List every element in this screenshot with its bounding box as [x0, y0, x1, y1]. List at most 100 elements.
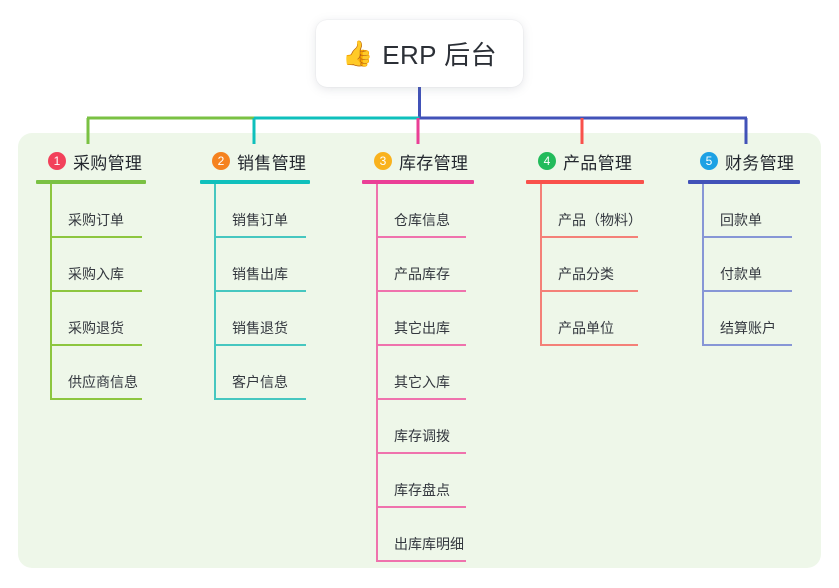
item-spine [214, 238, 216, 292]
branch-item-label: 供应商信息 [68, 374, 138, 390]
branch-items-2: 销售订单销售出库销售退货客户信息 [200, 184, 312, 400]
item-spine [540, 292, 542, 346]
branch-column-3: 3 库存管理仓库信息产品库存其它出库其它入库库存调拨库存盘点出库库明细 [362, 148, 474, 562]
item-underline [540, 344, 638, 346]
item-underline [50, 236, 142, 238]
item-underline [376, 290, 466, 292]
branch-item[interactable]: 采购订单 [50, 184, 148, 238]
item-spine [376, 346, 378, 400]
item-underline [540, 236, 638, 238]
item-underline [376, 344, 466, 346]
item-spine [214, 346, 216, 400]
branch-badge-4: 4 [538, 152, 556, 170]
branch-item[interactable]: 产品（物料） [540, 184, 644, 238]
item-spine [540, 184, 542, 238]
item-spine [50, 346, 52, 400]
item-spine [376, 400, 378, 454]
branch-item[interactable]: 回款单 [702, 184, 798, 238]
branch-title-3: 库存管理 [399, 153, 469, 173]
branch-header-1[interactable]: 1 采购管理 [36, 148, 148, 174]
branch-item[interactable]: 仓库信息 [376, 184, 474, 238]
item-spine [540, 238, 542, 292]
item-spine [376, 184, 378, 238]
item-underline [50, 290, 142, 292]
item-underline [376, 452, 466, 454]
branch-item-label: 销售退货 [232, 320, 288, 336]
branch-item-label: 仓库信息 [394, 212, 450, 228]
branch-item-label: 产品单位 [558, 320, 614, 336]
branch-title-2: 销售管理 [237, 153, 307, 173]
root-node[interactable]: 👍 ERP 后台 [316, 20, 523, 87]
branch-item[interactable]: 供应商信息 [50, 346, 148, 400]
branch-badge-1: 1 [48, 152, 66, 170]
branch-item[interactable]: 采购入库 [50, 238, 148, 292]
item-underline [214, 236, 306, 238]
item-spine [702, 238, 704, 292]
branch-item[interactable]: 销售退货 [214, 292, 312, 346]
branch-item-label: 结算账户 [720, 320, 776, 336]
branch-item-label: 其它入库 [394, 374, 450, 390]
item-underline [50, 344, 142, 346]
branch-item-label: 库存调拨 [394, 428, 450, 444]
branch-item[interactable]: 库存调拨 [376, 400, 474, 454]
branch-item-label: 客户信息 [232, 374, 288, 390]
branch-underline-1 [36, 180, 146, 184]
branch-item[interactable]: 库存盘点 [376, 454, 474, 508]
branch-item[interactable]: 其它入库 [376, 346, 474, 400]
branch-item-label: 采购入库 [68, 266, 124, 282]
branch-item-label: 采购退货 [68, 320, 124, 336]
item-spine [50, 238, 52, 292]
branch-item[interactable]: 产品库存 [376, 238, 474, 292]
item-spine [376, 292, 378, 346]
item-underline [214, 290, 306, 292]
item-spine [702, 184, 704, 238]
branch-item-label: 采购订单 [68, 212, 124, 228]
branch-title-1: 采购管理 [73, 153, 143, 173]
item-underline [702, 344, 792, 346]
branch-item[interactable]: 出库库明细 [376, 508, 474, 562]
branch-underline-3 [362, 180, 474, 184]
branch-item-label: 销售订单 [232, 212, 288, 228]
item-underline [702, 290, 792, 292]
item-underline [214, 344, 306, 346]
branch-item-label: 产品（物料） [558, 212, 642, 228]
branch-item-label: 出库库明细 [394, 536, 464, 552]
item-spine [214, 292, 216, 346]
thumbs-up-emoji: 👍 [342, 40, 374, 68]
root-title: ERP 后台 [382, 40, 497, 70]
branch-item[interactable]: 其它出库 [376, 292, 474, 346]
branch-badge-3: 3 [374, 152, 392, 170]
item-spine [376, 238, 378, 292]
branch-item[interactable]: 产品单位 [540, 292, 644, 346]
item-underline [50, 398, 142, 400]
branch-item[interactable]: 销售订单 [214, 184, 312, 238]
branch-item[interactable]: 采购退货 [50, 292, 148, 346]
branch-items-3: 仓库信息产品库存其它出库其它入库库存调拨库存盘点出库库明细 [362, 184, 474, 562]
branch-header-3[interactable]: 3 库存管理 [362, 148, 474, 174]
branch-item-label: 销售出库 [232, 266, 288, 282]
item-spine [50, 292, 52, 346]
branch-items-1: 采购订单采购入库采购退货供应商信息 [36, 184, 148, 400]
branch-item[interactable]: 客户信息 [214, 346, 312, 400]
branch-underline-4 [526, 180, 644, 184]
branch-item[interactable]: 付款单 [702, 238, 798, 292]
branch-item[interactable]: 结算账户 [702, 292, 798, 346]
branch-item-label: 付款单 [720, 266, 762, 282]
branch-item[interactable]: 销售出库 [214, 238, 312, 292]
item-underline [540, 290, 638, 292]
item-underline [702, 236, 792, 238]
branch-item[interactable]: 产品分类 [540, 238, 644, 292]
item-spine [376, 454, 378, 508]
background-panel [18, 133, 821, 568]
item-underline [376, 236, 466, 238]
item-spine [376, 508, 378, 562]
branch-underline-5 [688, 180, 800, 184]
item-underline [214, 398, 306, 400]
item-underline [376, 506, 466, 508]
branch-item-label: 库存盘点 [394, 482, 450, 498]
